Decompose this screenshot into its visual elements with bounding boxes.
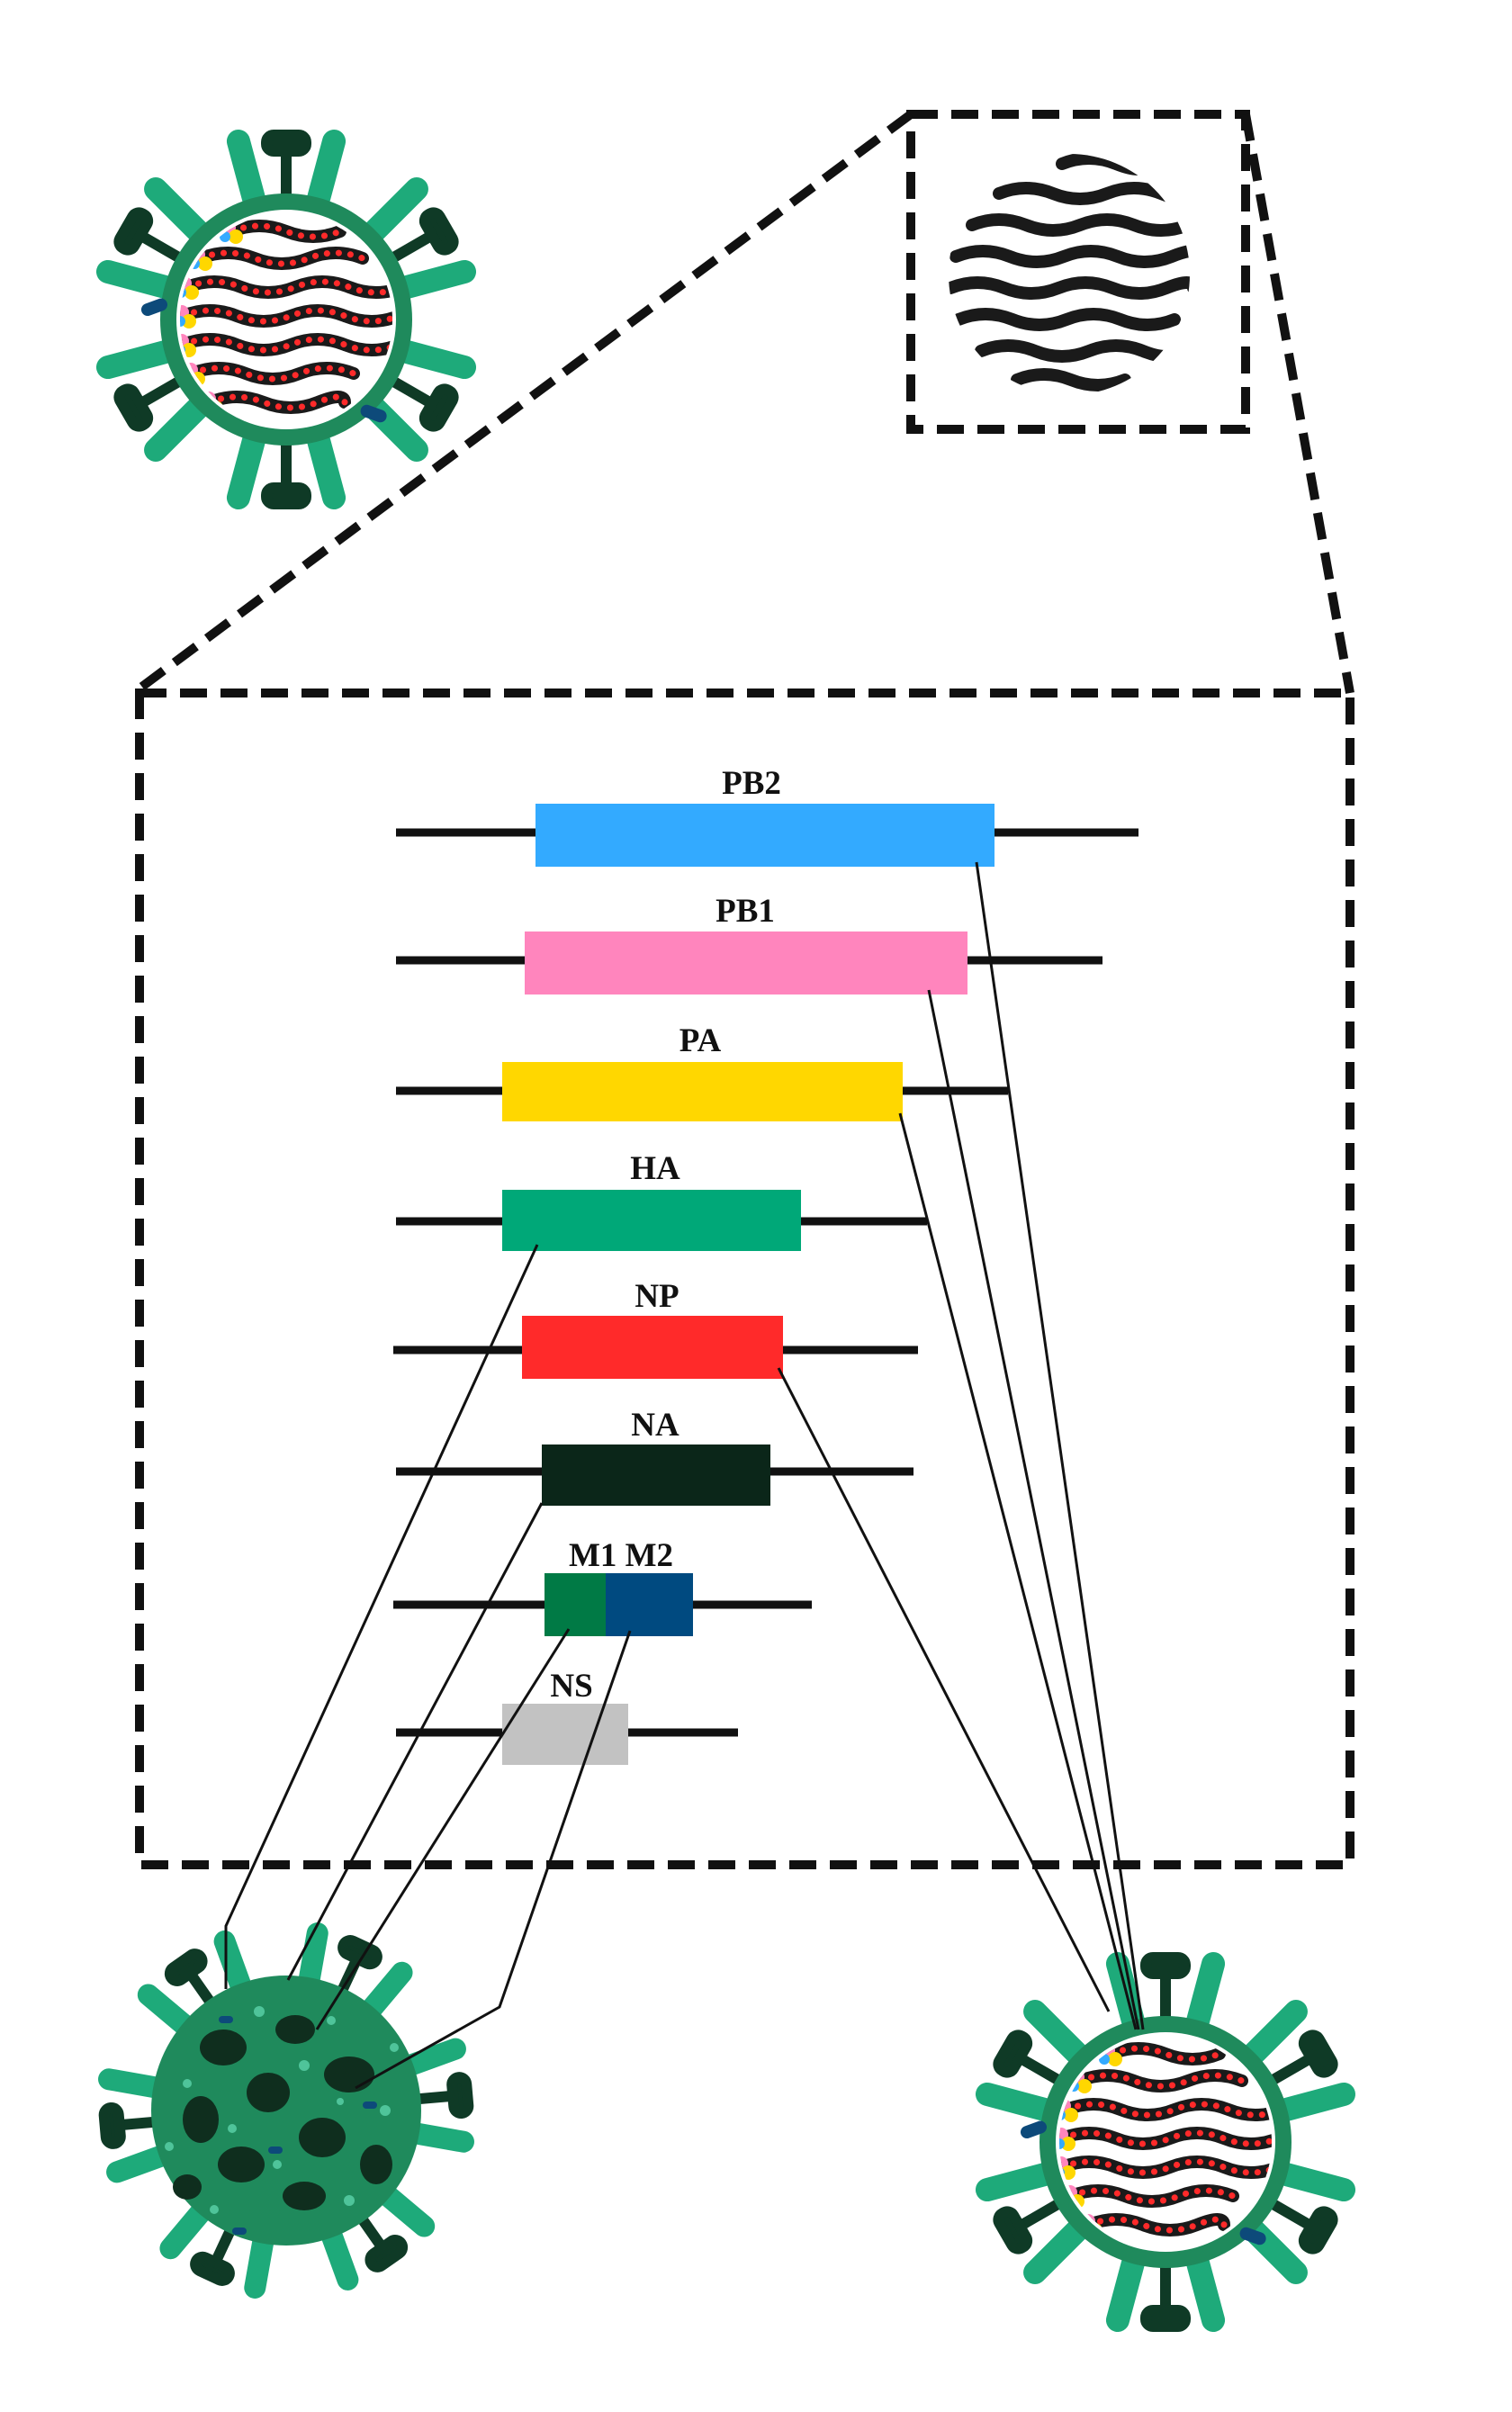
segment-na-label: NA — [631, 1407, 680, 1444]
influenza-virion-icon — [108, 135, 464, 504]
segment-pa-box — [502, 1062, 903, 1121]
segment-pb1-box — [525, 932, 968, 994]
segment-ha-box — [502, 1190, 801, 1251]
segment-m2-box — [606, 1573, 693, 1636]
segment-m-label: M1 M2 — [569, 1537, 673, 1574]
genome-segments-box — [140, 693, 1350, 1865]
segment-pa-label: PA — [680, 1022, 722, 1059]
segment-ns-box — [502, 1704, 628, 1765]
segment-np-label: NP — [634, 1278, 679, 1315]
segment-ns-label: NS — [550, 1668, 592, 1705]
segment-ha-label: HA — [630, 1150, 680, 1187]
segment-na-box — [542, 1444, 770, 1506]
segment-pb1-label: PB1 — [716, 893, 775, 930]
influenza-virion-surface-icon — [104, 1933, 469, 2288]
rnp-segments-icon — [945, 150, 1199, 399]
segment-pb2-box — [536, 804, 994, 867]
influenza-virion-icon — [987, 1958, 1344, 2326]
segment-m1-box — [544, 1573, 606, 1636]
segment-pb2-label: PB2 — [722, 765, 781, 802]
segment-np-box — [522, 1316, 783, 1379]
